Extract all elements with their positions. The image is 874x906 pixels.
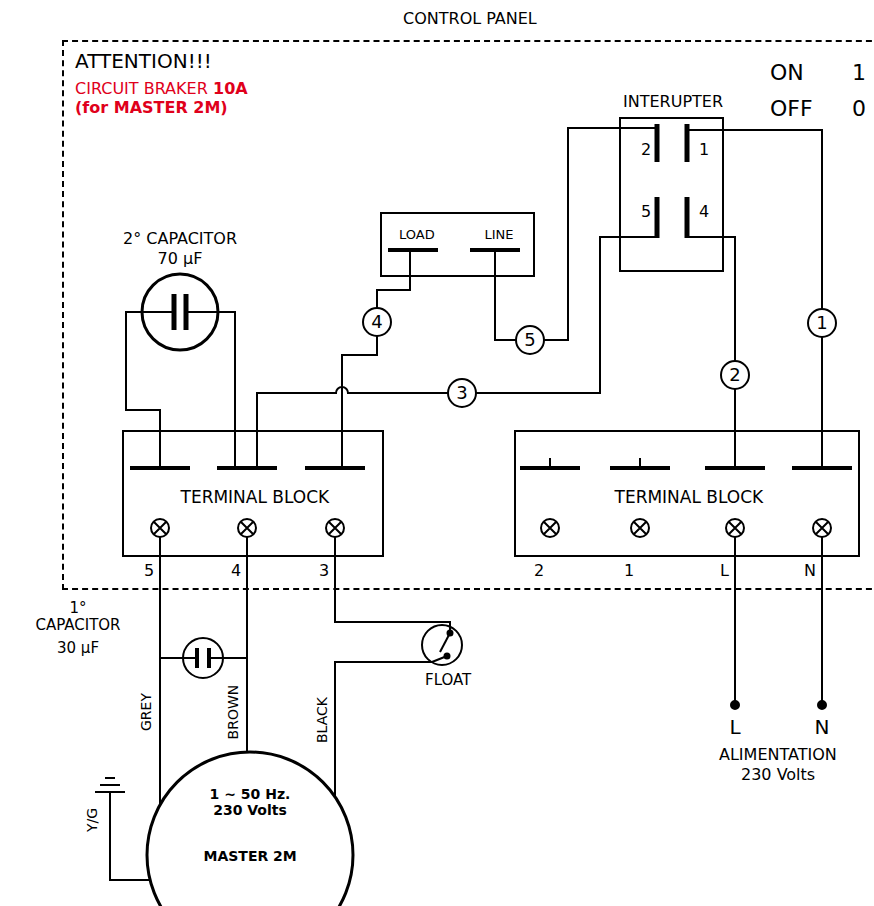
node-label: 1 <box>699 141 709 159</box>
annotation-label: 1° CAPACITOR <box>28 600 128 635</box>
terminal-screws <box>151 519 831 537</box>
callout-number: 1 <box>807 308 837 338</box>
node-label: 5 <box>641 203 651 221</box>
switch-contacts <box>617 124 722 238</box>
annotation-label: 0 <box>852 96 866 121</box>
annotation-label: 5 <box>144 562 154 580</box>
node-label: INTERUPTER <box>623 93 723 111</box>
capacitor-symbol <box>126 274 235 428</box>
annotation-label: ALIMENTATION <box>719 746 837 764</box>
callout-number: 2 <box>720 360 750 390</box>
node-label: 1 ~ 50 Hz. 230 Volts <box>200 786 300 818</box>
annotation-label: 10A <box>213 80 248 98</box>
annotation-label: FLOAT <box>425 672 471 689</box>
terminal-contacts <box>130 428 852 468</box>
breaker-box: LOAD LINE <box>380 212 535 277</box>
node-label: LINE <box>485 228 514 243</box>
annotation-label: BROWN <box>225 685 241 740</box>
terminal-block: TERMINAL BLOCK <box>514 430 860 557</box>
callout-number: 4 <box>362 307 392 337</box>
wire-connector <box>495 128 619 340</box>
annotation-label: L <box>730 716 741 739</box>
ground-symbol <box>95 778 150 880</box>
annotation-label: OFF <box>770 96 813 121</box>
annotation-label: 2 <box>534 562 544 580</box>
annotation-label: CIRCUIT BRAKER <box>75 80 208 98</box>
float-switch <box>422 625 462 665</box>
control-panel: CONTROL PANELINTERUPTER2154LOADLINETERMI… <box>62 40 874 590</box>
motor-outline <box>145 750 355 906</box>
interrupter-box: INTERUPTER2154 <box>619 117 724 272</box>
callout-number: 3 <box>447 378 477 408</box>
motor-wires <box>160 537 826 805</box>
node-label: 2 <box>641 141 651 159</box>
node-label: 4 <box>699 203 709 221</box>
node-label: MASTER 2M <box>204 848 297 864</box>
annotation-label: Y/G <box>84 808 100 832</box>
wire-connector <box>257 237 619 430</box>
annotation-label: 30 µF <box>57 640 99 657</box>
annotation-label: N <box>815 716 830 739</box>
callout-number: 5 <box>515 325 545 355</box>
annotation-label: ON <box>770 60 804 85</box>
annotation-label: BLACK <box>314 697 330 743</box>
annotation-label: 2° CAPACITOR <box>123 230 237 248</box>
motor-circle: 1 ~ 50 Hz. 230 VoltsMASTER 2M <box>145 750 355 906</box>
wire-connector <box>342 277 410 430</box>
node-label: CONTROL PANEL <box>403 10 537 28</box>
annotation-label: 1 <box>852 60 866 85</box>
annotation-label: 3 <box>319 562 329 580</box>
wire-connector <box>724 237 735 430</box>
node-label: TERMINAL BLOCK <box>615 488 764 508</box>
terminal-block: TERMINAL BLOCK <box>122 430 384 557</box>
capacitor-symbol <box>160 638 247 678</box>
annotation-label: ATTENTION!!! <box>75 50 212 73</box>
annotation-label: N <box>804 562 816 580</box>
annotation-label: 230 Volts <box>741 766 815 784</box>
annotation-label: 70 µF <box>158 250 203 268</box>
annotation-label: 1 <box>624 562 634 580</box>
annotation-label: (for MASTER 2M) <box>75 99 228 117</box>
annotation-label: 4 <box>231 562 241 580</box>
node-label: LOAD <box>399 228 435 243</box>
annotation-label: GREY <box>138 693 154 731</box>
node-label: TERMINAL BLOCK <box>181 488 330 508</box>
annotation-label: L <box>720 562 729 580</box>
breaker-contacts <box>388 250 520 275</box>
